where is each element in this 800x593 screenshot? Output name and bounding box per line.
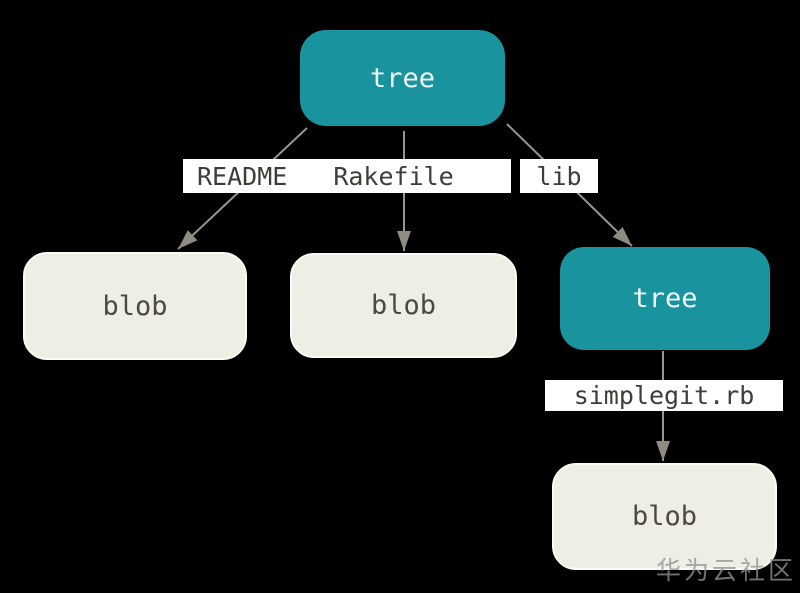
edge-label-rakefile: Rakefile (333, 161, 454, 191)
edge-label-simplegit-rb: simplegit.rb (545, 380, 783, 411)
node-tree-root-label: tree (369, 62, 436, 94)
node-blob-readme-label: blob (102, 290, 168, 322)
node-tree-lib-label: tree (632, 283, 698, 314)
watermark-huawei-cloud-community: 华为云社区 (655, 556, 796, 585)
edge-label-box-readme-rakefile: README Rakefile (183, 159, 511, 193)
node-tree-root: tree (300, 30, 505, 126)
node-tree-lib: tree (560, 247, 770, 350)
node-blob-readme: blob (23, 252, 247, 360)
node-blob-simplegit: blob (552, 463, 777, 570)
node-blob-rakefile-label: blob (370, 290, 437, 321)
edge-label-readme: README (197, 161, 288, 191)
node-blob-simplegit-label: blob (631, 501, 698, 532)
edge-label-lib: lib (520, 159, 598, 193)
node-blob-rakefile: blob (290, 253, 517, 358)
